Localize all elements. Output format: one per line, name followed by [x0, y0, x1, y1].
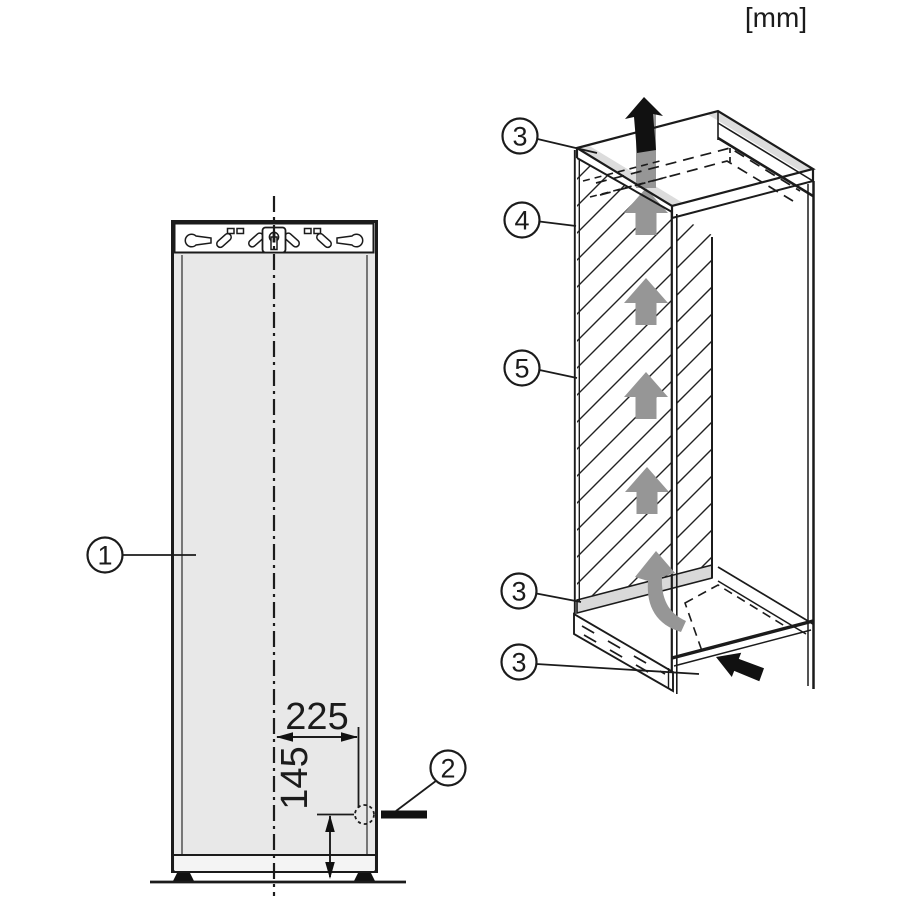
callout-label: 1	[97, 541, 112, 571]
bracket-notch	[236, 227, 245, 235]
iso-view-figure: 3 4 5 3 3	[500, 97, 816, 694]
dim-arrowhead-right	[341, 732, 358, 742]
diagonal-slot	[216, 232, 232, 249]
bottom-back-edge	[717, 566, 814, 625]
dimension-vertical-value: 145	[274, 746, 316, 809]
airflow-channel-arrows	[624, 278, 686, 632]
bracket-notch	[226, 227, 235, 235]
callout-plinth-vent: 3	[500, 643, 700, 681]
bracket-notch	[313, 227, 322, 235]
callout-circle	[500, 572, 538, 610]
callout-leader	[539, 369, 578, 379]
callout-housing-front-edge: 4	[503, 201, 577, 239]
dim-arrowhead-up	[325, 815, 335, 832]
airflow-up-arrow	[625, 467, 669, 514]
callout-leader	[395, 779, 438, 812]
callout-label: 5	[514, 354, 529, 384]
callout-appliance: 1	[86, 536, 196, 574]
connection-point-circle	[354, 804, 375, 825]
keyhole-slot-right	[336, 233, 364, 248]
top-panel-back-sliver	[707, 111, 813, 172]
callout-circle	[503, 349, 541, 387]
vent-hidden-edges	[582, 160, 668, 198]
callout-leader	[536, 592, 582, 603]
airflow-curved-arrow	[635, 551, 686, 632]
callout-label: 3	[511, 577, 526, 607]
plinth-panel	[573, 612, 674, 693]
dim-arrowhead-left	[276, 732, 293, 742]
mains-marker-bar	[381, 810, 427, 819]
housing-bottom	[671, 584, 814, 667]
callout-circle	[500, 643, 538, 681]
callout-circle	[501, 117, 539, 155]
callout-circle	[86, 536, 124, 574]
callout-label: 3	[511, 648, 526, 678]
air-out-arrow	[625, 97, 663, 153]
dimension-horizontal: 225	[276, 696, 360, 808]
appliance-foot-left	[173, 873, 194, 881]
callout-label: 4	[514, 206, 529, 236]
dimension-horizontal-value: 225	[285, 696, 348, 738]
section-plane-edges	[573, 150, 713, 694]
top-panel-outline	[574, 109, 816, 219]
callout-bottom-vent: 3	[500, 572, 582, 610]
callout-leader	[537, 138, 598, 154]
callout-label: 2	[440, 754, 455, 784]
top-panel-front-sliver	[577, 145, 683, 206]
dim-arrowhead-down	[325, 862, 335, 879]
bottom-hidden-inset	[684, 584, 791, 652]
housing-right-side	[717, 112, 815, 689]
airflow-up-arrow	[624, 372, 668, 419]
callout-circle	[503, 201, 541, 239]
callout-top-vent: 3	[501, 117, 598, 155]
callout-label: 3	[512, 122, 527, 152]
front-view-figure: 225 145 1 2	[86, 196, 467, 896]
callout-leader	[536, 663, 700, 675]
appliance-foot-right	[354, 873, 375, 881]
airflow-up-arrow	[624, 278, 668, 325]
air-in-arrow	[716, 652, 764, 682]
dimension-vertical: 145	[274, 746, 354, 879]
diagonal-slot	[316, 232, 332, 249]
front-section-panel-hatch	[577, 158, 672, 600]
units-label: [mm]	[745, 2, 807, 33]
callout-circle	[429, 749, 467, 787]
callout-mains-connection: 2	[395, 749, 467, 812]
bracket-notch	[303, 227, 312, 235]
airflow-up-arrow	[624, 188, 668, 235]
keyhole-slot-left	[184, 233, 212, 248]
front-section-strip-hatch	[677, 215, 712, 574]
callout-leader	[539, 220, 577, 227]
callout-side-panel: 5	[503, 349, 578, 387]
